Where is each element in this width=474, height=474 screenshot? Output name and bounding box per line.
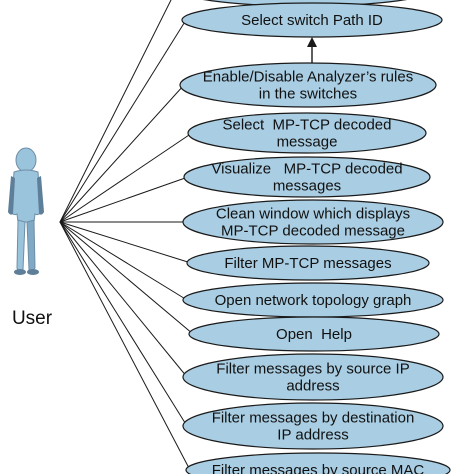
association-line [59, 132, 193, 223]
use-case-filter-mptcp-messages[interactable]: Filter MP-TCP messages [186, 245, 430, 281]
use-case-ellipse [188, 316, 440, 352]
association-line [59, 176, 189, 223]
association-line [59, 221, 188, 427]
association-line [59, 221, 191, 471]
association-line [59, 0, 172, 223]
use-case-label: Filter messages by source MAC [212, 462, 425, 474]
use-case-label: Visualize MP-TCP decoded [211, 161, 402, 178]
use-case-label: Filter messages by destination [212, 410, 415, 427]
use-case-label: Filter messages by source IP [216, 361, 409, 378]
user-actor[interactable]: User [8, 147, 53, 329]
use-case-label: Select switch Path ID [241, 12, 383, 29]
user-actor-icon [8, 147, 44, 275]
association-line [59, 221, 192, 264]
use-case-label: address [286, 378, 339, 395]
use-case-label: Filter MP-TCP messages [224, 255, 391, 272]
association-line [59, 221, 188, 378]
use-case-label: Select MP-TCP decoded [223, 117, 392, 134]
association-line [59, 221, 188, 301]
use-case-ellipse [181, 2, 443, 38]
use-case-ellipse [187, 112, 427, 154]
use-case-label: in the switches [259, 86, 357, 103]
actor-label: User [12, 308, 53, 329]
use-case-label: Clean window which displays [216, 206, 410, 223]
association-line [59, 19, 187, 223]
use-case-open-network-topology-graph[interactable]: Open network topology graph [182, 282, 444, 318]
use-case-ellipse [179, 62, 437, 108]
use-case-ellipse [182, 353, 444, 401]
use-case-filter-by-source-mac[interactable]: Filter messages by source MAC [185, 452, 451, 474]
use-case-ellipse [182, 402, 444, 450]
use-case-label: message [277, 134, 338, 151]
use-case-ellipse [183, 156, 431, 198]
use-cases: Select switch Path ID Enable/Disable Anal… [179, 2, 451, 474]
use-case-label: IP address [277, 427, 348, 444]
association-lines [59, 0, 194, 471]
use-case-ellipse [182, 199, 444, 245]
use-case-open-help[interactable]: Open Help [188, 316, 440, 352]
use-case-ellipse [185, 452, 451, 474]
association-line [59, 221, 194, 335]
use-case-select-switch-path-id[interactable]: Select switch Path ID [181, 2, 443, 38]
use-case-label: Open Help [276, 326, 352, 343]
use-case-label: MP-TCP decoded message [221, 223, 405, 240]
use-case-label: Open network topology graph [215, 292, 412, 309]
use-case-ellipse [186, 245, 430, 281]
use-case-label: Enable/Disable Analyzer’s rules [203, 69, 413, 86]
use-case-label: messages [273, 178, 341, 195]
association-line [59, 84, 185, 223]
